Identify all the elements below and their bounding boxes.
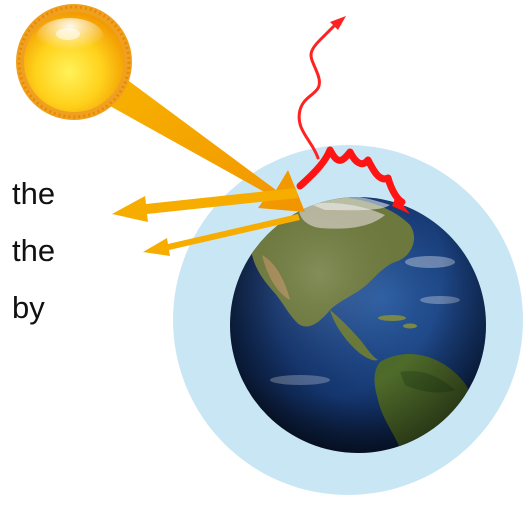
sun-icon (16, 4, 132, 120)
side-label-1: the (12, 178, 55, 209)
side-label-3: by (12, 292, 45, 323)
side-label-2: the (12, 235, 55, 266)
